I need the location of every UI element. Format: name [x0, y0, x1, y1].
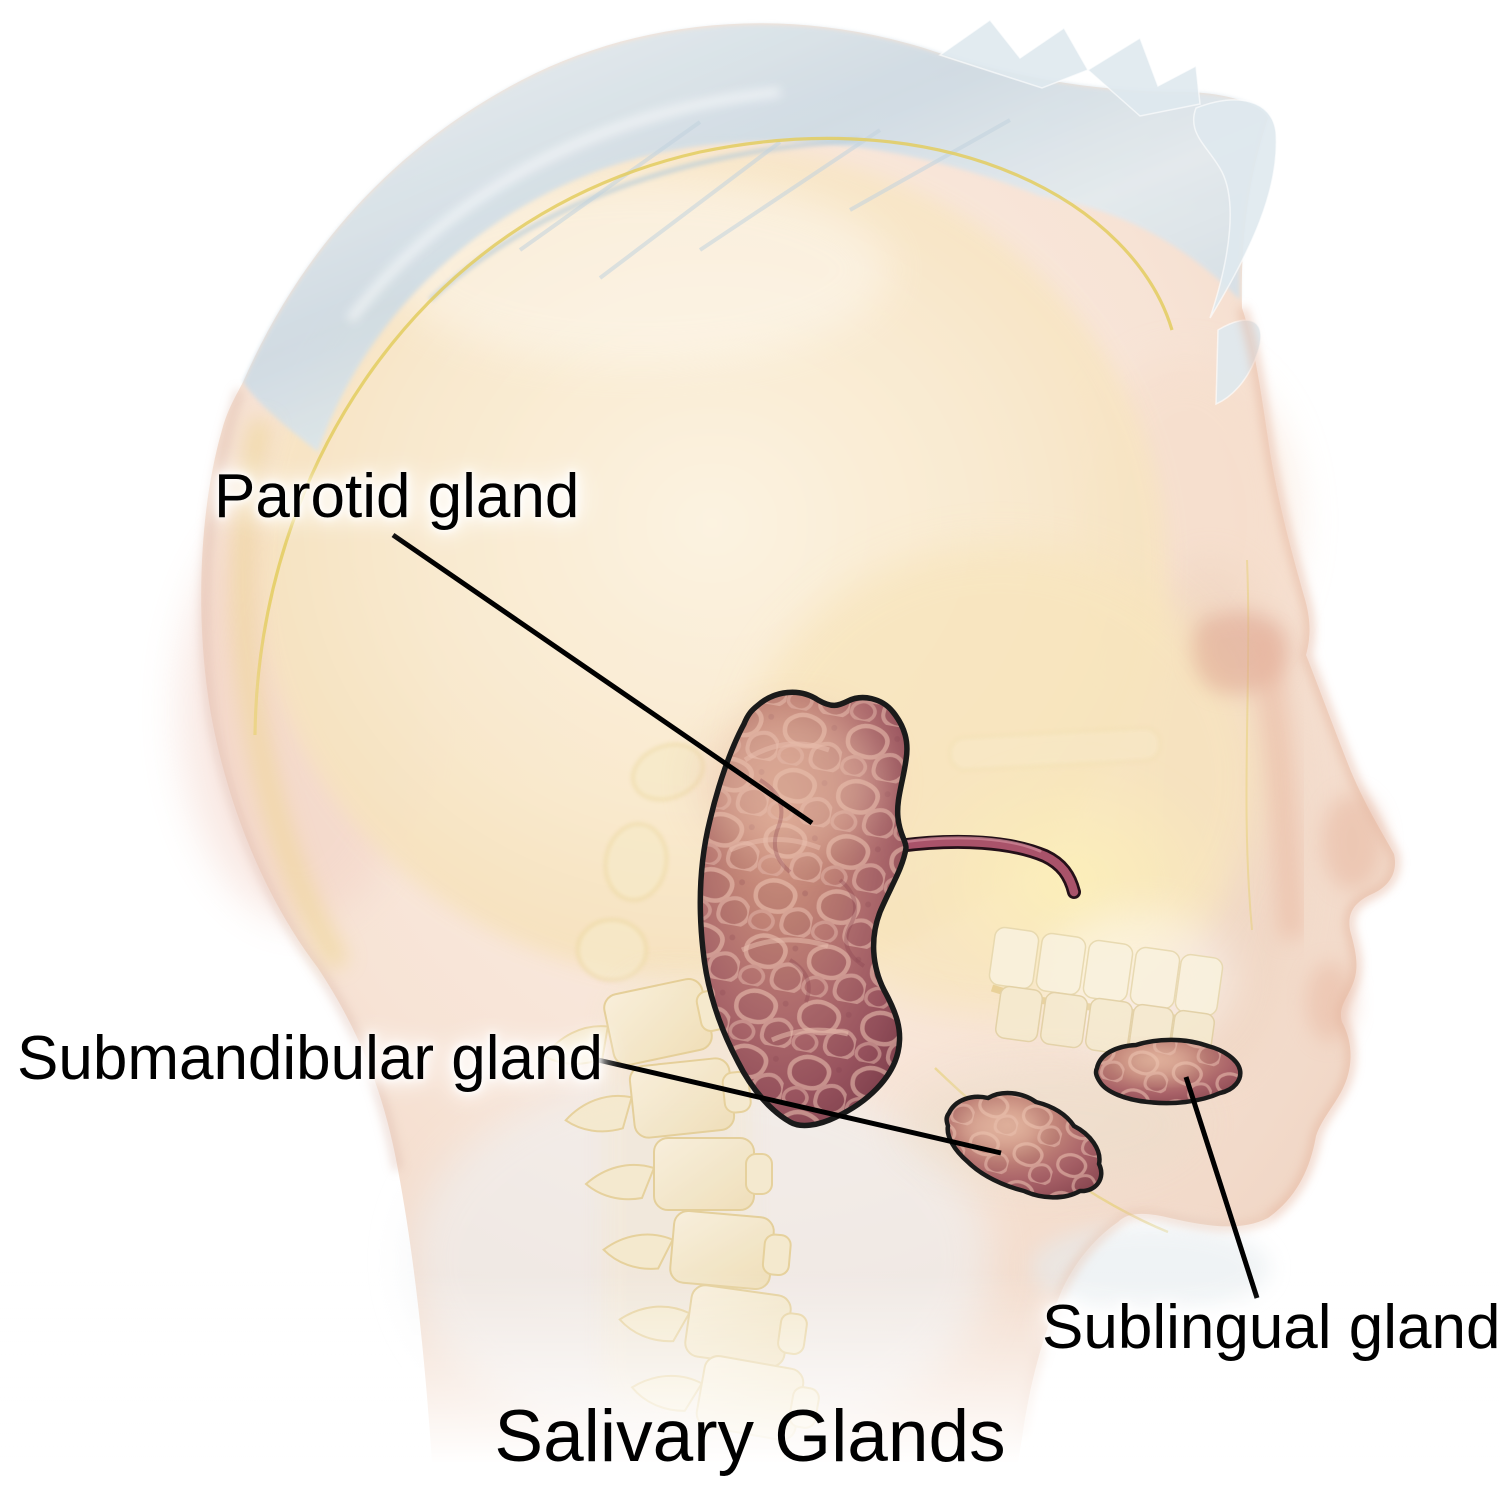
sublingual-leader-line — [1183, 1076, 1260, 1299]
tooth — [1082, 939, 1134, 1003]
head — [180, 18, 1400, 1463]
tooth — [1085, 997, 1133, 1055]
salivary-glands — [697, 689, 1243, 1200]
parotid-duct — [891, 834, 1081, 899]
sublingual-label: Sublingual gland — [1042, 1293, 1500, 1362]
tooth — [1040, 991, 1088, 1049]
hair-tuft-icon — [938, 18, 1090, 89]
parotid-gland — [697, 689, 910, 1129]
sublingual-gland — [1093, 1037, 1243, 1106]
submandibular-label: Submandibular gland — [17, 1024, 603, 1093]
scalp-highlight — [346, 87, 781, 323]
scalp-band — [243, 24, 1268, 452]
temple-muscle-shading — [1249, 629, 1305, 939]
submandibular-gland — [944, 1090, 1104, 1200]
vertebra — [584, 1137, 773, 1211]
parotid-highlight — [700, 710, 884, 854]
skull-highlight — [390, 175, 890, 365]
figure-title: Salivary Glands — [494, 1396, 1006, 1477]
parotid-outline — [697, 689, 910, 1129]
submandibular-highlight — [960, 1106, 1040, 1150]
parotid-label: Parotid gland — [214, 462, 580, 531]
parotid-lobule-lines — [728, 741, 849, 1043]
parotid-marbling — [758, 778, 866, 1003]
sublingual-highlight — [1124, 1048, 1196, 1076]
skull-outline-line — [253, 136, 1174, 736]
hair-tuft-icon — [1192, 99, 1278, 319]
leader-lines — [391, 532, 1260, 1299]
hair-strands — [518, 118, 1011, 280]
upper-teeth-row — [988, 926, 1224, 1017]
parotid-leader-line — [391, 532, 814, 826]
tooth — [1174, 953, 1224, 1017]
skull-base-bones — [577, 727, 1161, 981]
tooth — [1129, 946, 1181, 1010]
face-bone-line — [1245, 559, 1253, 931]
back-edge-tint — [200, 388, 403, 1171]
submandibular-leader-line — [597, 1057, 1002, 1156]
hair-tuft-icon — [1086, 36, 1201, 117]
face-edge-tint — [1237, 306, 1400, 1222]
sublingual-outline — [1093, 1037, 1243, 1106]
vertebra — [543, 977, 728, 1067]
tooth — [988, 926, 1040, 990]
nose-shading — [1322, 794, 1382, 890]
back-amber-rim — [232, 417, 350, 971]
bottom-fade — [0, 1270, 1500, 1500]
tooth — [1035, 932, 1087, 996]
tooth — [995, 985, 1043, 1043]
scalp-streak — [428, 137, 861, 302]
vertebra — [564, 1057, 752, 1139]
